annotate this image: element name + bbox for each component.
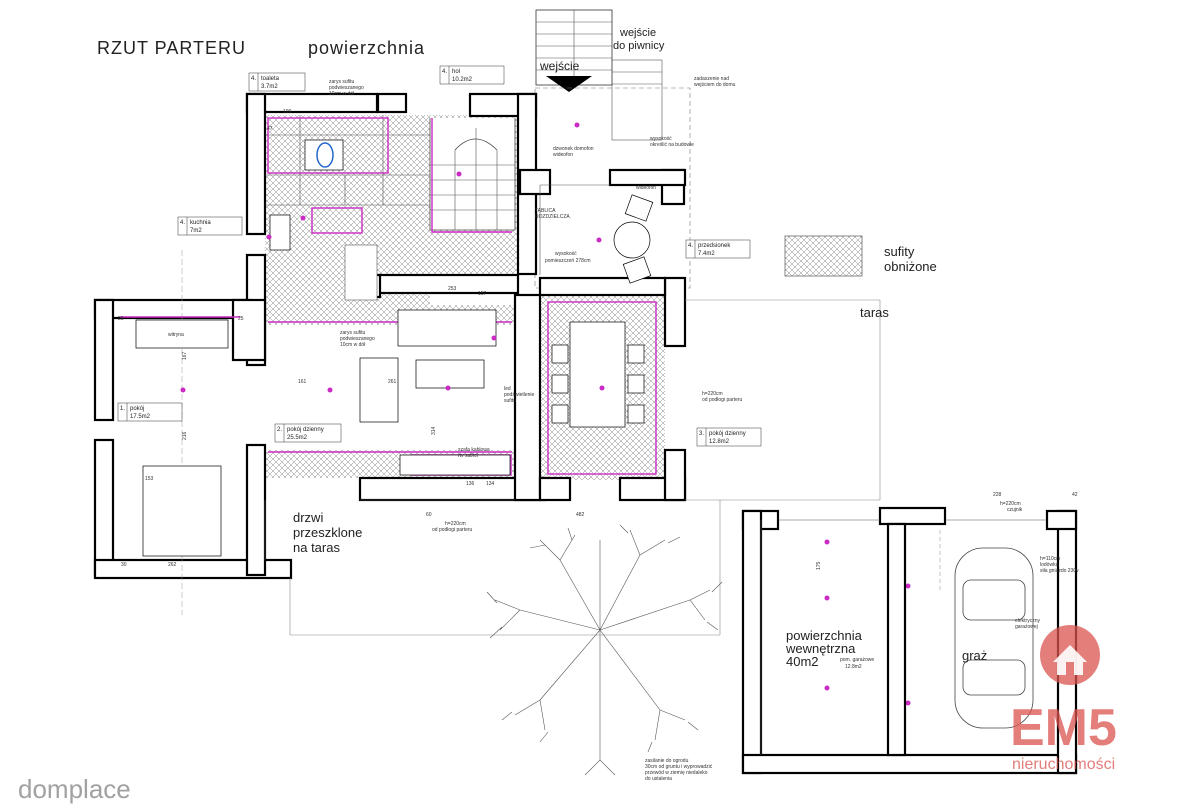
svg-text:12.8m2: 12.8m2: [709, 439, 730, 445]
svg-text:7.4m2: 7.4m2: [698, 251, 715, 257]
svg-text:4.: 4.: [442, 69, 447, 75]
svg-text:314: 314: [431, 426, 437, 435]
svg-text:60: 60: [426, 512, 432, 518]
entrance-stairs: [535, 9, 663, 141]
interior-lines: [181, 115, 881, 636]
plan-title-suffix: powierzchnia: [308, 38, 425, 58]
svg-text:167: 167: [182, 351, 188, 360]
svg-text:157: 157: [478, 291, 487, 297]
svg-text:20: 20: [118, 316, 124, 322]
svg-text:25: 25: [238, 316, 244, 322]
svg-text:30: 30: [121, 562, 127, 568]
svg-text:4.: 4.: [180, 220, 185, 226]
furniture: [135, 139, 654, 557]
svg-text:2.: 2.: [277, 427, 282, 433]
plan-title: RZUT PARTERU: [97, 38, 246, 58]
svg-text:4.: 4.: [688, 243, 693, 249]
hall-stairs: [429, 118, 516, 231]
ceiling-contours: [120, 117, 657, 476]
svg-text:hol: hol: [452, 69, 460, 75]
svg-text:136: 136: [466, 481, 475, 487]
room-tag-pokoj-dzienny: 2. pokój dzienny 25.5m2: [274, 423, 342, 443]
legend-swatch: [784, 235, 863, 277]
svg-text:toaleta: toaleta: [261, 76, 280, 82]
room-tag-hol: 4. hol 10.2m2: [439, 65, 505, 85]
svg-text:262: 262: [168, 562, 177, 568]
svg-text:pokój dzienny: pokój dzienny: [287, 427, 324, 433]
svg-text:pokój: pokój: [130, 406, 144, 412]
svg-text:przedsionek: przedsionek: [698, 243, 731, 249]
svg-text:216: 216: [182, 431, 188, 440]
domplace-watermark: domplace: [18, 774, 131, 804]
svg-text:3.7m2: 3.7m2: [261, 84, 278, 90]
svg-text:100: 100: [283, 109, 292, 115]
room-tag-pokoj-dzienny-2: 3. pokój dzienny 12.8m2: [696, 427, 762, 447]
svg-text:134: 134: [486, 481, 495, 487]
videofon-note: wideofon: [636, 185, 656, 191]
svg-text:42: 42: [1072, 492, 1078, 498]
terrace-label: taras: [860, 305, 889, 320]
electrical-points: [180, 122, 1064, 706]
room-tag-kuchnia: 4. kuchnia 7m2: [177, 216, 243, 236]
svg-text:pokój dzienny: pokój dzienny: [709, 431, 746, 437]
entrance-label: wejście: [539, 59, 580, 73]
svg-text:1.: 1.: [120, 406, 125, 412]
svg-text:3.: 3.: [699, 431, 704, 437]
svg-text:47: 47: [267, 126, 273, 132]
svg-text:261: 261: [388, 379, 397, 385]
em5-sub: nieruchomości: [1012, 756, 1115, 773]
entrance-arrow-icon: [546, 76, 592, 92]
svg-text:kuchnia: kuchnia: [190, 220, 211, 226]
svg-text:161: 161: [298, 379, 307, 385]
garage-label: graż: [962, 648, 987, 663]
tree-drawing: [486, 524, 723, 776]
room-tag-przedsionek: 4. przedsionek 7.4m2: [685, 239, 751, 259]
em5-brand: EM5: [1010, 699, 1117, 757]
garage-walls: [741, 506, 1078, 775]
room-tag-pokoj: 1. pokój 17.5m2: [117, 402, 183, 422]
svg-text:4.: 4.: [251, 76, 256, 82]
svg-text:482: 482: [576, 512, 585, 518]
svg-text:17.5m2: 17.5m2: [130, 414, 151, 420]
svg-text:228: 228: [993, 492, 1002, 498]
dimensions: 100 47 20 25 167 216 161 261 314 253 157…: [118, 109, 1078, 570]
svg-text:7m2: 7m2: [190, 228, 202, 234]
svg-text:253: 253: [448, 286, 457, 292]
svg-text:25.5m2: 25.5m2: [287, 435, 308, 441]
car-outline: [954, 547, 1034, 729]
svg-text:175: 175: [816, 561, 822, 570]
room-tags: 4. toaleta 3.7m2 4. hol 10.2m2 4. kuchni…: [117, 65, 762, 447]
room-tag-toaleta: 4. toaleta 3.7m2: [248, 72, 306, 92]
svg-text:153: 153: [145, 476, 154, 482]
witryna-label: witryna: [168, 332, 184, 338]
em5-logo: EM5 nieruchomości: [1010, 625, 1117, 773]
svg-text:10.2m2: 10.2m2: [452, 77, 473, 83]
